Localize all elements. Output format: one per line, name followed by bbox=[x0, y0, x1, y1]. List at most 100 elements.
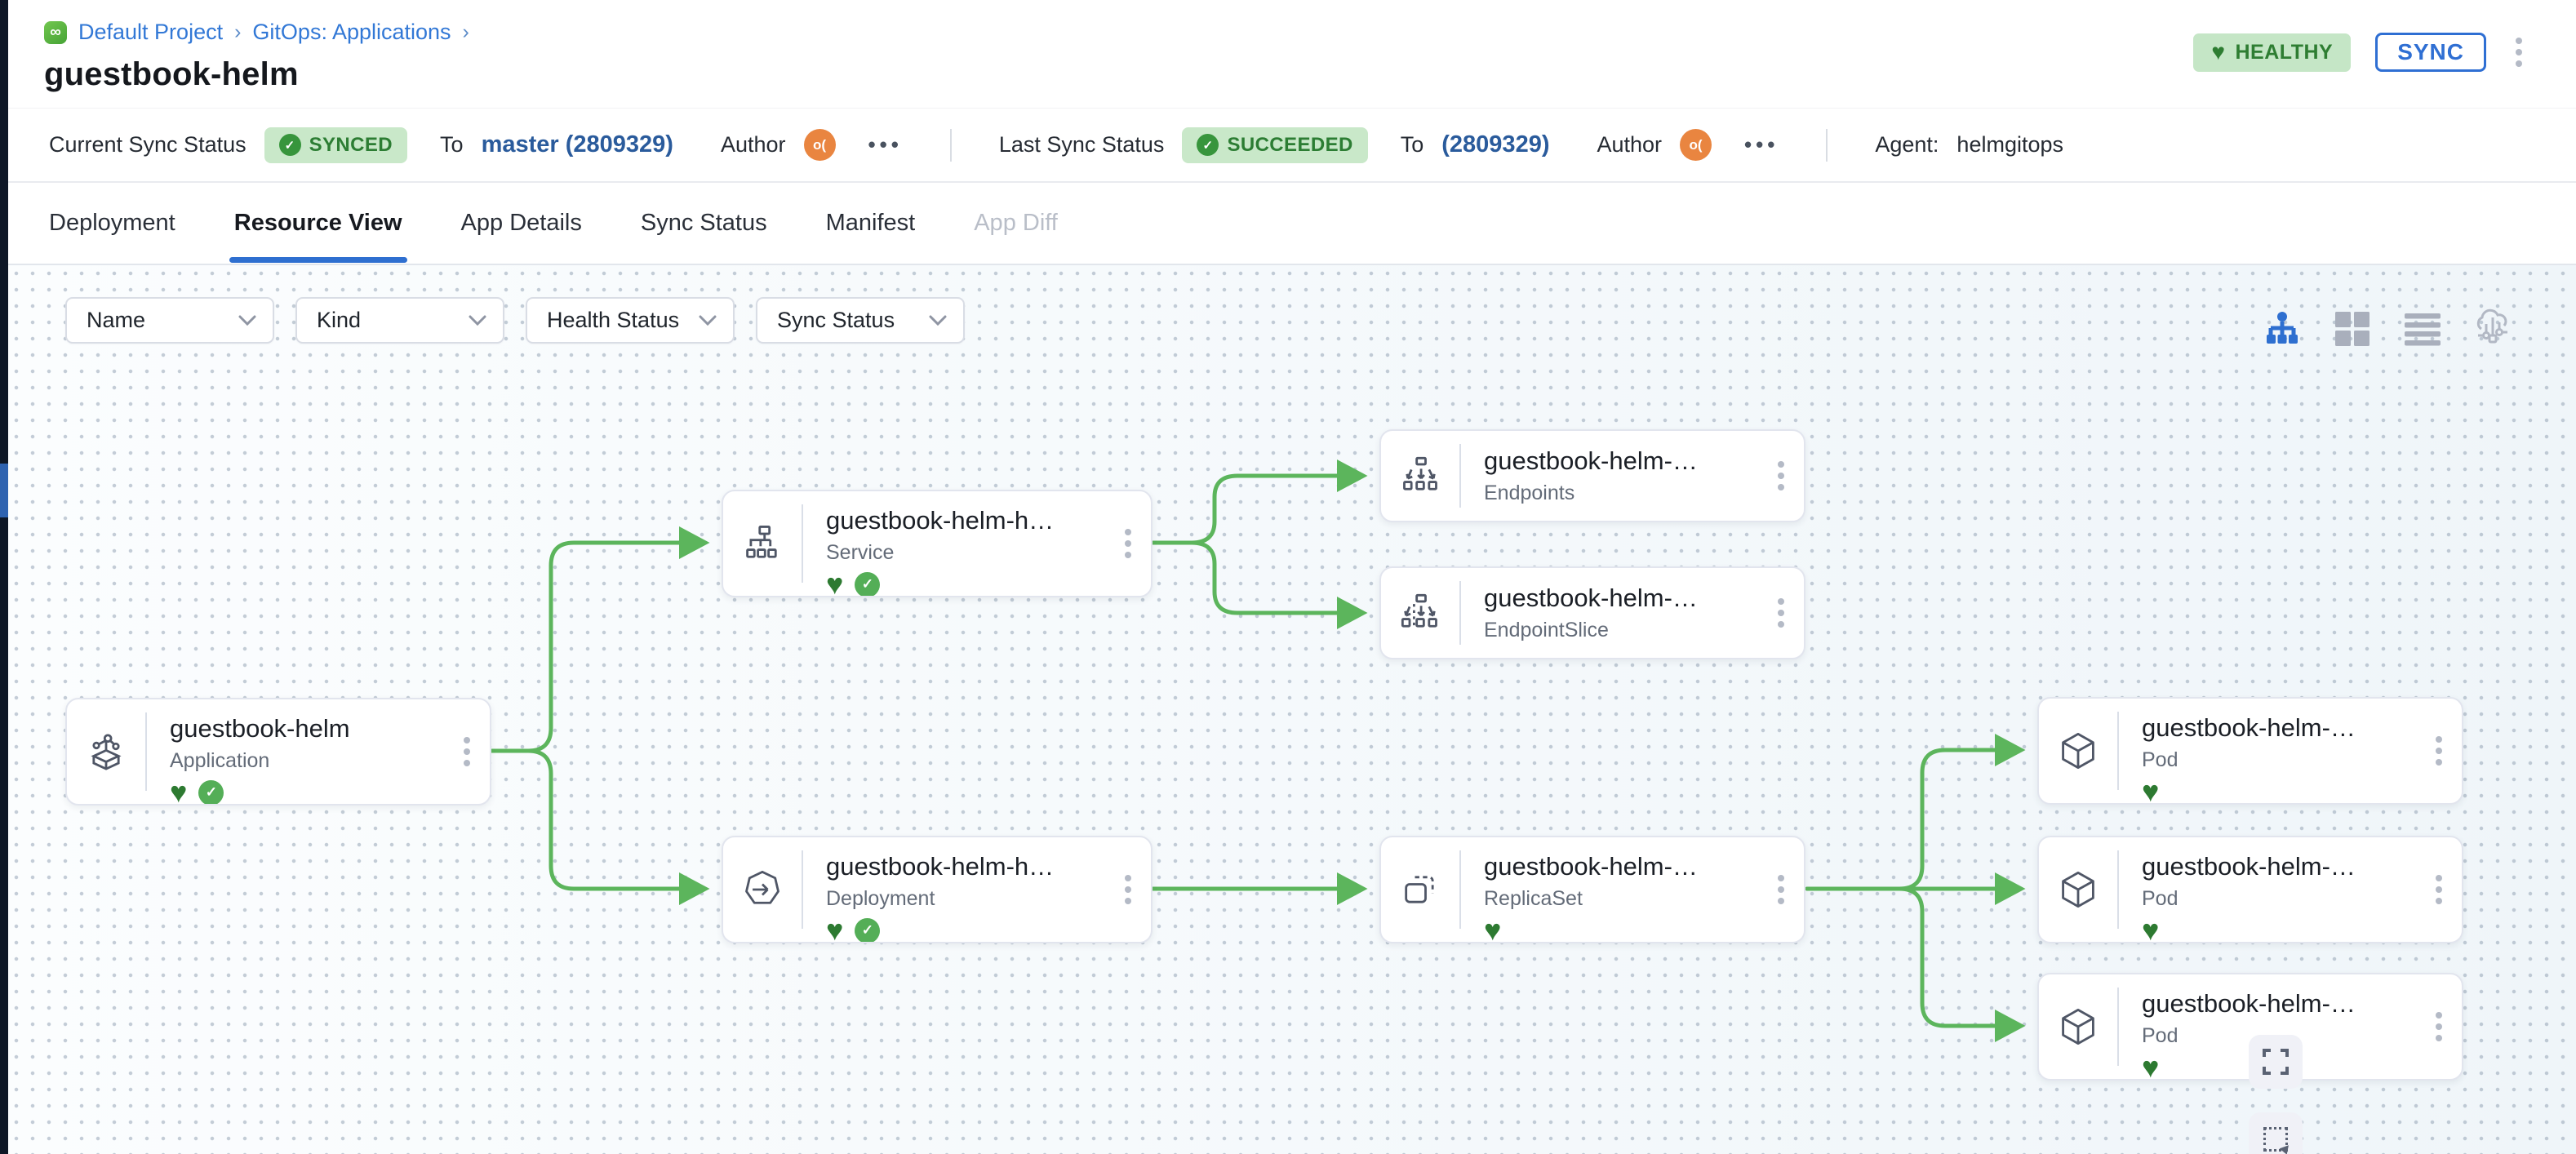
author-label: Author bbox=[720, 132, 786, 157]
last-sync-status-label: Last Sync Status bbox=[998, 132, 1165, 157]
status-bar: Current Sync Status ✓ SYNCED To master (… bbox=[8, 108, 2576, 183]
chevron-down-icon bbox=[469, 315, 486, 326]
divider bbox=[1826, 128, 1828, 162]
node-kind: Application bbox=[170, 749, 270, 772]
breadcrumb-project-link[interactable]: Default Project bbox=[78, 20, 224, 44]
page: ∞ Default Project › GitOps: Applications… bbox=[8, 0, 2576, 1154]
node-title: guestbook-helm-helm-g... bbox=[826, 852, 1105, 881]
check-circle-icon: ✓ bbox=[1197, 134, 1219, 156]
tree-view-toggle[interactable] bbox=[2261, 308, 2303, 350]
chevron-right-icon: › bbox=[234, 20, 242, 43]
node-menu-kebab-icon[interactable] bbox=[2431, 1007, 2447, 1046]
marquee-select-icon bbox=[2263, 1127, 2288, 1152]
tab-deployment[interactable]: Deployment bbox=[49, 210, 175, 236]
node-kind: Endpoints bbox=[1484, 482, 1575, 504]
tab-app-details[interactable]: App Details bbox=[460, 210, 582, 236]
node-title: guestbook-helm-helm-g... bbox=[2142, 852, 2416, 881]
pod-icon bbox=[2062, 872, 2094, 908]
breadcrumb: ∞ Default Project › GitOps: Applications… bbox=[44, 20, 2540, 45]
collapsed-sidebar[interactable] bbox=[0, 0, 8, 1154]
commit-message-ellipsis[interactable]: ••• bbox=[868, 132, 903, 157]
flux-view-toggle[interactable] bbox=[2472, 308, 2514, 350]
filter-kind-dropdown[interactable]: Kind bbox=[295, 297, 504, 344]
filter-sync-status-dropdown[interactable]: Sync Status bbox=[756, 297, 965, 344]
health-badge-label: HEALTHY bbox=[2235, 40, 2334, 64]
grid-view-toggle[interactable] bbox=[2331, 308, 2374, 350]
author-avatar[interactable]: o( bbox=[803, 129, 836, 161]
tab-resource-view[interactable]: Resource View bbox=[229, 182, 407, 264]
node-kind: Deployment bbox=[826, 887, 935, 910]
last-revision-link[interactable]: (2809329) bbox=[1441, 131, 1550, 158]
synced-check-icon: ✓ bbox=[198, 779, 224, 804]
chevron-down-icon bbox=[238, 315, 256, 326]
node-kind: Service bbox=[826, 541, 895, 564]
tab-app-diff: App Diff bbox=[974, 210, 1058, 236]
node-title: guestbook-helm-helm-g... bbox=[826, 506, 1105, 535]
list-view-toggle[interactable] bbox=[2401, 308, 2444, 350]
chevron-down-icon bbox=[929, 315, 947, 326]
node-menu-kebab-icon[interactable] bbox=[1120, 524, 1136, 563]
node-pod-1[interactable]: guestbook-helm-helm-g... Pod ♥ bbox=[2037, 697, 2463, 805]
check-circle-icon: ✓ bbox=[278, 134, 301, 156]
healthy-heart-icon: ♥ bbox=[2142, 913, 2160, 943]
node-service[interactable]: guestbook-helm-helm-g... Service ♥ ✓ bbox=[722, 490, 1153, 597]
marquee-select-button[interactable] bbox=[2249, 1112, 2303, 1154]
page-title: guestbook-helm bbox=[44, 56, 299, 92]
node-application[interactable]: guestbook-helm Application ♥ ✓ bbox=[65, 698, 491, 806]
chevron-down-icon bbox=[699, 315, 717, 326]
application-icon bbox=[91, 734, 122, 770]
synced-check-icon: ✓ bbox=[855, 571, 881, 596]
app-menu-kebab-icon[interactable] bbox=[2511, 33, 2527, 72]
filter-label: Name bbox=[87, 308, 146, 332]
current-revision-link[interactable]: master (2809329) bbox=[481, 131, 673, 158]
synced-badge-label: SYNCED bbox=[309, 133, 393, 156]
succeeded-badge: ✓ SUCCEEDED bbox=[1182, 126, 1368, 163]
healthy-heart-icon: ♥ bbox=[2142, 775, 2160, 804]
heart-icon: ♥ bbox=[2211, 39, 2226, 64]
commit-message-ellipsis[interactable]: ••• bbox=[1744, 132, 1779, 157]
node-endpointslice[interactable]: guestbook-helm-helm-g... EndpointSlice bbox=[1379, 566, 1805, 659]
synced-badge: ✓ SYNCED bbox=[264, 126, 408, 163]
node-menu-kebab-icon[interactable] bbox=[1120, 870, 1136, 909]
brand-logo-icon: ∞ bbox=[44, 20, 67, 44]
tab-bar: Deployment Resource View App Details Syn… bbox=[8, 183, 2576, 265]
sync-button[interactable]: SYNC bbox=[2375, 33, 2486, 72]
node-kind: Pod bbox=[2142, 1024, 2178, 1047]
node-menu-kebab-icon[interactable] bbox=[1773, 870, 1789, 909]
service-icon bbox=[746, 526, 777, 558]
current-sync-status-label: Current Sync Status bbox=[49, 132, 246, 157]
node-deployment[interactable]: guestbook-helm-helm-g... Deployment ♥ ✓ bbox=[722, 836, 1153, 943]
node-menu-kebab-icon[interactable] bbox=[1773, 593, 1789, 632]
deployment-icon bbox=[745, 870, 779, 904]
healthy-heart-icon: ♥ bbox=[826, 567, 844, 597]
filter-label: Kind bbox=[317, 308, 362, 332]
divider bbox=[949, 128, 952, 162]
node-menu-kebab-icon[interactable] bbox=[2431, 870, 2447, 909]
healthy-heart-icon: ♥ bbox=[826, 913, 844, 943]
breadcrumb-applications-link[interactable]: GitOps: Applications bbox=[252, 20, 451, 44]
synced-check-icon: ✓ bbox=[855, 917, 881, 942]
node-menu-kebab-icon[interactable] bbox=[1773, 456, 1789, 495]
tab-manifest[interactable]: Manifest bbox=[825, 210, 916, 236]
fit-to-screen-button[interactable] bbox=[2249, 1035, 2303, 1089]
author-avatar[interactable]: o( bbox=[1680, 129, 1712, 161]
node-menu-kebab-icon[interactable] bbox=[2431, 731, 2447, 770]
node-title: guestbook-helm-helm-g... bbox=[1484, 446, 1758, 475]
healthy-heart-icon: ♥ bbox=[2142, 1050, 2160, 1080]
chevron-right-icon: › bbox=[462, 20, 469, 43]
node-kind: EndpointSlice bbox=[1484, 619, 1609, 641]
pod-icon bbox=[2062, 1009, 2094, 1045]
node-menu-kebab-icon[interactable] bbox=[459, 732, 475, 771]
node-replicaset[interactable]: guestbook-helm-helm-g... ReplicaSet ♥ bbox=[1379, 836, 1805, 943]
node-kind: Pod bbox=[2142, 887, 2178, 910]
filter-name-dropdown[interactable]: Name bbox=[65, 297, 274, 344]
node-endpoints[interactable]: guestbook-helm-helm-g... Endpoints bbox=[1379, 429, 1805, 522]
filter-health-status-dropdown[interactable]: Health Status bbox=[526, 297, 735, 344]
sidebar-active-indicator bbox=[0, 464, 8, 517]
tab-sync-status[interactable]: Sync Status bbox=[640, 210, 767, 236]
fullscreen-icon bbox=[2263, 1049, 2289, 1075]
header: ∞ Default Project › GitOps: Applications… bbox=[8, 0, 2576, 108]
author-label: Author bbox=[1597, 132, 1663, 157]
node-pod-2[interactable]: guestbook-helm-helm-g... Pod ♥ bbox=[2037, 836, 2463, 943]
endpoints-icon bbox=[1403, 456, 1437, 490]
